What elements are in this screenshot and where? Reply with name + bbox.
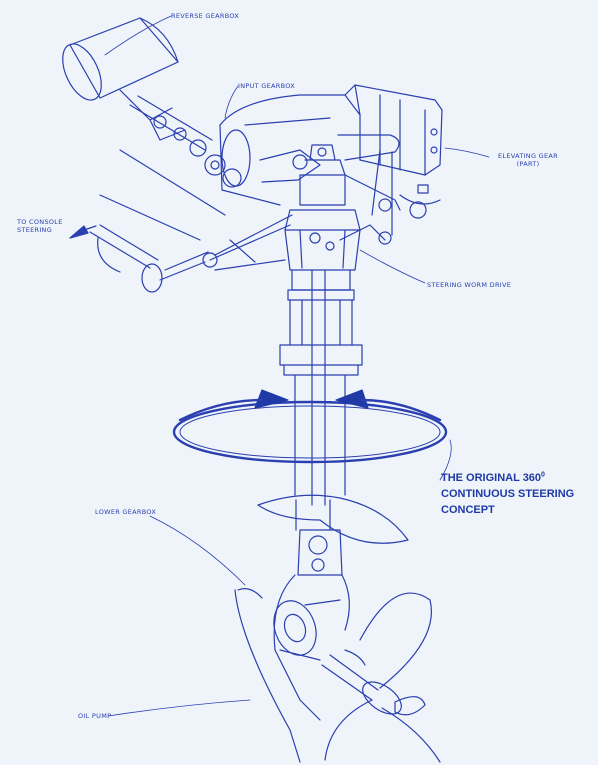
- drive-shaft-drawing: [129, 95, 242, 188]
- anti-ventilation-plate-drawing: [257, 494, 409, 544]
- console-linkage-drawing: [89, 149, 293, 293]
- label-to-console-line2: STEERING: [17, 226, 53, 234]
- label-lower-gearbox: LOWER GEARBOX: [95, 508, 157, 516]
- label-elevating-gear-line2: (PART): [516, 160, 540, 168]
- label-reverse-gearbox: REVERSE GEARBOX: [171, 12, 240, 20]
- lower-gearbox-drawing: [234, 529, 350, 763]
- steering-ring-drawing: [172, 389, 448, 464]
- concept-line1: THE ORIGINAL 3600: [441, 470, 574, 486]
- propeller-drawing: [321, 592, 441, 763]
- label-elevating-gear: ELEVATING GEAR (PART): [492, 152, 564, 168]
- leader-lines: [104, 15, 490, 717]
- elevating-gear-drawing: [337, 84, 443, 245]
- steering-column-drawing: [279, 269, 363, 506]
- input-gearbox-drawing: [219, 94, 361, 206]
- degree-superscript: 0: [541, 471, 545, 479]
- label-to-console-steering: TO CONSOLE STEERING: [17, 218, 63, 234]
- label-to-console-line1: TO CONSOLE: [17, 218, 63, 226]
- label-oil-pump: OIL PUMP: [78, 712, 112, 720]
- console-arrow-drawing: [69, 225, 97, 239]
- concept-line1-text: THE ORIGINAL 360: [441, 472, 542, 484]
- label-steering-worm-drive: STEERING WORM DRIVE: [427, 281, 512, 289]
- steering-concept-caption: THE ORIGINAL 3600 CONTINUOUS STEERING CO…: [441, 470, 574, 518]
- steering-worm-drive-drawing: [284, 144, 386, 271]
- concept-line3: CONCEPT: [441, 504, 495, 516]
- concept-line2: CONTINUOUS STEERING: [441, 488, 575, 500]
- label-elevating-gear-line1: ELEVATING GEAR: [498, 152, 558, 160]
- label-input-gearbox: INPUT GEARBOX: [238, 82, 295, 90]
